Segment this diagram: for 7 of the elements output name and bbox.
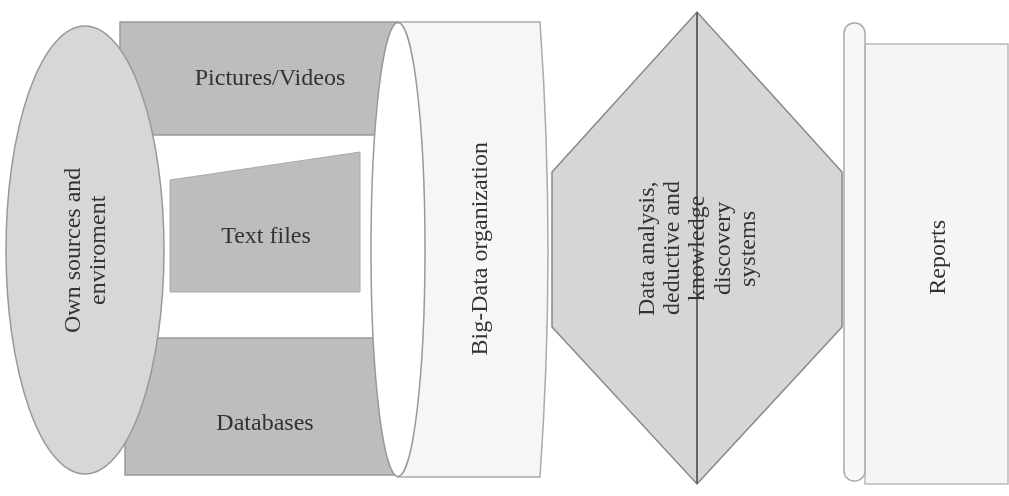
node-label: Own sources and enviroment [59, 166, 111, 335]
node-label: Data analysis, deductive and knowledge discovery systems [634, 179, 760, 318]
node-label: Big-Data organization [467, 142, 493, 356]
node-label: Databases [216, 410, 314, 436]
node-label: Text files [221, 223, 311, 249]
node-label: Pictures/Videos [194, 65, 346, 91]
node-label: Reports [925, 219, 951, 295]
